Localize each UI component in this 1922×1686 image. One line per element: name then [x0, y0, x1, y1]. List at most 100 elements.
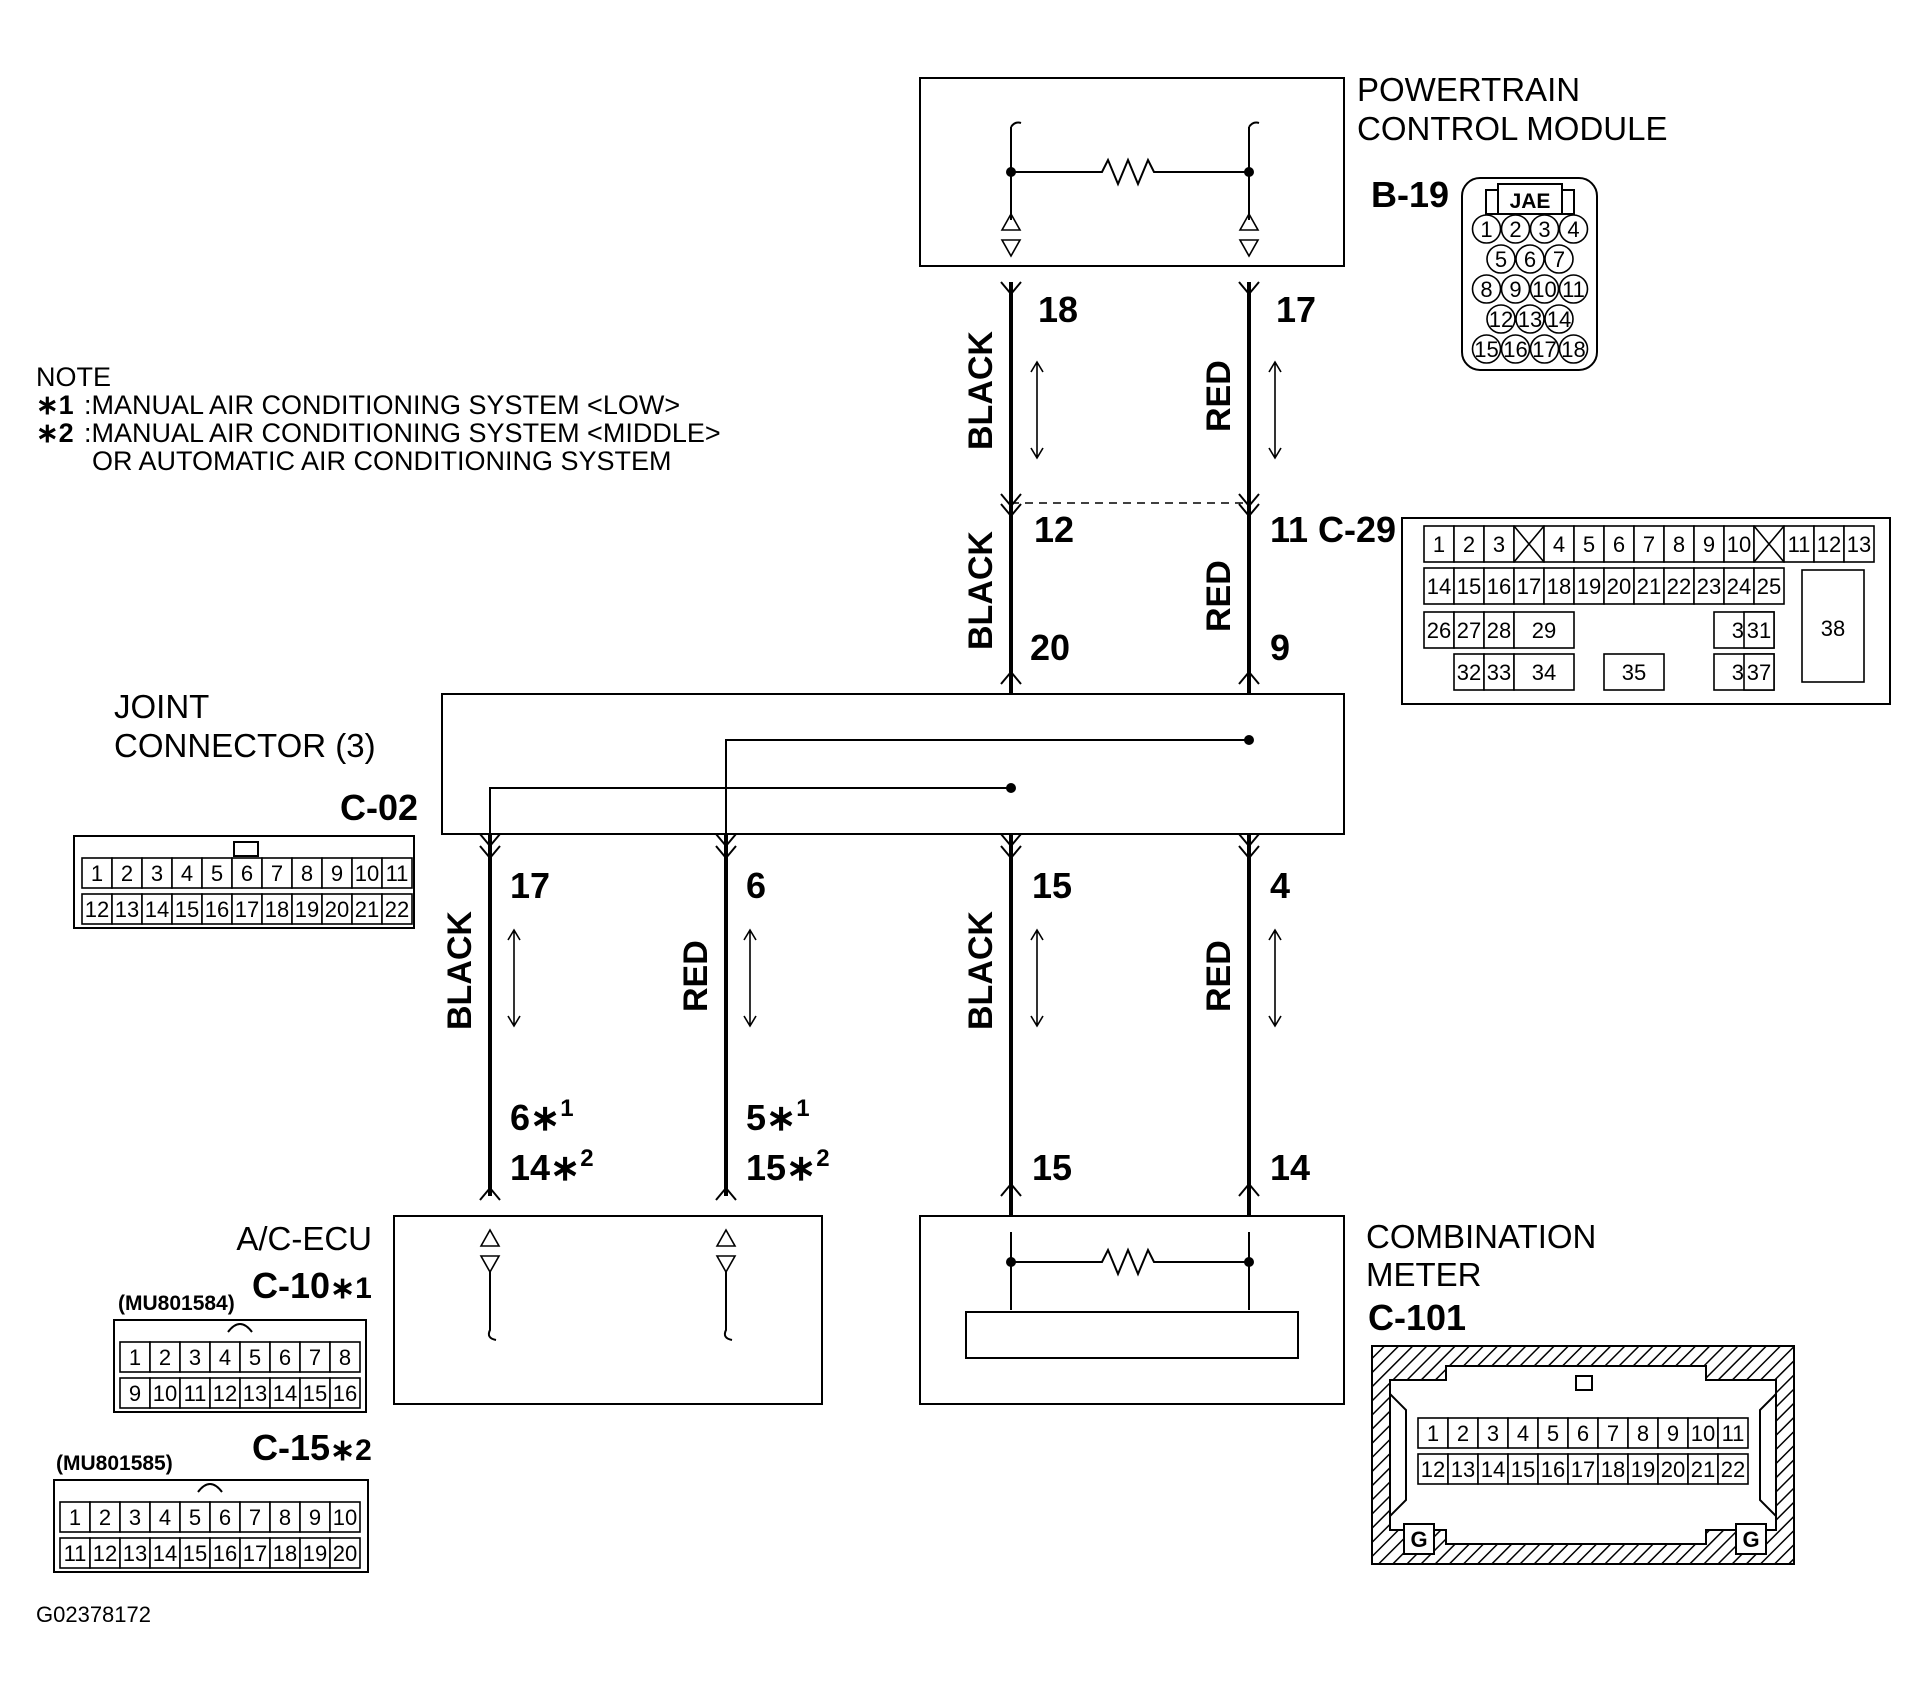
pin-cell — [1483, 525, 1515, 563]
pin-c29-12: 12 — [1034, 509, 1074, 550]
pin-label: 10 — [355, 861, 379, 886]
pin-cell — [329, 1537, 361, 1569]
pin-label: 7 — [1553, 247, 1565, 272]
pin-label: 1 — [69, 1505, 81, 1530]
pin-label: 10 — [1691, 1421, 1715, 1446]
pin-label: 8 — [1637, 1421, 1649, 1446]
pin-label: 13 — [243, 1381, 267, 1406]
pin-cell — [1515, 244, 1545, 274]
pin-label: 11 — [1562, 277, 1585, 302]
pin-label: 13 — [123, 1541, 147, 1566]
pin-label: 20 — [333, 1541, 357, 1566]
wire-color-meter-black: BLACK — [962, 911, 1000, 1030]
blank-cross — [1513, 525, 1545, 563]
ac-ecu-module: A/C-ECU C-10∗1 (MU801584) C-15∗2 (MU8015… — [56, 1215, 823, 1475]
pin-label: 32 — [1457, 660, 1481, 685]
pin-meter-15: 15 — [1032, 1147, 1072, 1188]
pin-cell — [1743, 611, 1775, 649]
pin-label: 38 — [1821, 616, 1845, 641]
pin-label: 33 — [1487, 660, 1511, 685]
pin-label: 14 — [1547, 307, 1571, 332]
pin-c02-4: 4 — [1270, 865, 1290, 906]
pin-label: 1 — [91, 861, 103, 886]
wire-color-c29-red: RED — [1200, 560, 1238, 632]
meter-title-line1: COMBINATION — [1366, 1218, 1596, 1255]
pin-label: 9 — [309, 1505, 321, 1530]
pin-label: 10 — [153, 1381, 177, 1406]
pin-label: 4 — [1567, 217, 1579, 242]
pin-label: 1 — [129, 1345, 141, 1370]
pcm-connector-id: B-19 — [1371, 174, 1449, 215]
pin-cell — [1813, 525, 1845, 563]
pin-cell — [351, 857, 383, 889]
pin-label: 10 — [1727, 532, 1751, 557]
pin-label: 5 — [1547, 1421, 1559, 1446]
wire-color-ac-red: RED — [677, 940, 715, 1012]
pin-cell — [1500, 334, 1531, 364]
pin-cell — [1543, 567, 1575, 605]
joint-connector-module: JOINT CONNECTOR (3) C-02 — [114, 688, 1345, 835]
pin-label: 14 — [1427, 574, 1451, 599]
pin-label: 17 — [243, 1541, 267, 1566]
pin-cell — [119, 1537, 151, 1569]
pin-cell — [381, 857, 413, 889]
pin-label: 8 — [1480, 277, 1492, 302]
pin-cell — [1423, 525, 1455, 563]
c101-ground-right: G — [1742, 1527, 1759, 1552]
pin-cell — [1573, 567, 1605, 605]
pin-cell — [299, 1537, 331, 1569]
pin-label: 18 — [1561, 337, 1585, 362]
pin-label: 34 — [1532, 660, 1556, 685]
pin-cell — [1453, 567, 1485, 605]
pin-cell — [1543, 525, 1575, 563]
pin-label: 1 — [1480, 217, 1492, 242]
pin-label: 27 — [1457, 618, 1481, 643]
note-mark-1: ∗1 — [36, 390, 74, 420]
pin-label: 8 — [1673, 532, 1685, 557]
pcm-title-line1: POWERTRAIN — [1357, 71, 1580, 108]
pin-label: 2 — [159, 1345, 171, 1370]
pin-cell — [171, 857, 203, 889]
pin-label: 15 — [183, 1541, 207, 1566]
pin-c29-11: 11 — [1270, 509, 1308, 550]
pin-label: 28 — [1487, 618, 1511, 643]
pin-c02-20: 20 — [1030, 627, 1070, 668]
pin-label: 4 — [1553, 532, 1565, 557]
pin-label: 8 — [279, 1505, 291, 1530]
pin-label: 10 — [333, 1505, 357, 1530]
pin-cell — [1486, 244, 1516, 274]
pin-label: 35 — [1622, 660, 1646, 685]
pin-cell — [209, 1341, 241, 1373]
pcm-title-line2: CONTROL MODULE — [1357, 110, 1667, 147]
pin-label: 3 — [189, 1345, 201, 1370]
figure-code: G02378172 — [36, 1602, 151, 1627]
pin-cell — [1558, 334, 1589, 364]
pin-label: 5 — [1583, 532, 1595, 557]
upper-wires: BLACK RED BLACK RED 18 17 12 11 C-29 20 … — [962, 281, 1396, 694]
pin-cell — [1483, 567, 1515, 605]
pin-label: 2 — [1463, 532, 1475, 557]
pin-cell — [1471, 214, 1502, 244]
pin-cell — [1529, 274, 1560, 304]
pin-cell — [149, 1501, 181, 1533]
pin-label: 15 — [1457, 574, 1481, 599]
pin-label: 9 — [1509, 277, 1521, 302]
pin-cell — [179, 1537, 211, 1569]
pin-label: 3 — [129, 1505, 141, 1530]
pin-cell — [1529, 214, 1560, 244]
pin-label: 7 — [249, 1505, 261, 1530]
pin-label: 17 — [1532, 337, 1556, 362]
pin-cell — [329, 1501, 361, 1533]
pin-cell — [1843, 525, 1875, 563]
wire-color-meter-red: RED — [1200, 940, 1238, 1012]
pin-label: 21 — [1691, 1457, 1715, 1482]
pin-cell — [1453, 611, 1485, 649]
pin-label: 17 — [235, 897, 259, 922]
note-mark-2: ∗2 — [36, 418, 74, 448]
pin-cell — [1633, 567, 1665, 605]
